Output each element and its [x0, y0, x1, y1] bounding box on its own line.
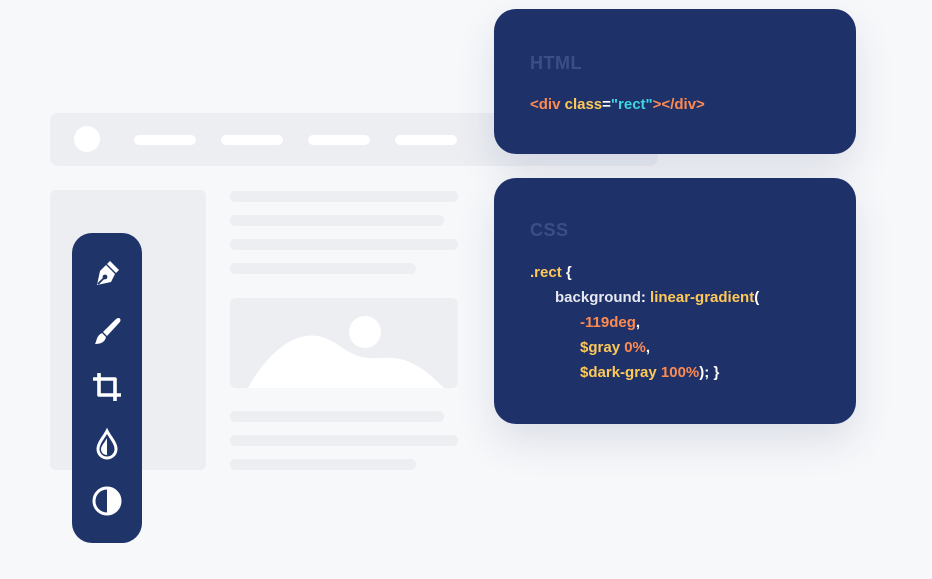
wireframe-nav-pill: [134, 135, 196, 145]
wireframe-text-line: [230, 435, 458, 446]
code-token-tag: <div: [530, 96, 561, 113]
css-card-title: CSS: [530, 220, 569, 240]
code-token-stop: 100%: [660, 364, 700, 381]
wireframe-image: [230, 298, 458, 388]
code-token-close-tag: ></div>: [652, 96, 705, 113]
wireframe-nav-pill: [308, 135, 370, 145]
code-token-comma: ,: [645, 339, 651, 356]
crop-icon: [93, 373, 121, 401]
tool-palette: [72, 233, 142, 543]
drop-icon: [96, 428, 118, 460]
wireframe-logo-dot: [74, 126, 100, 152]
code-token-selector: .rect: [530, 264, 562, 281]
code-token-attr: class: [564, 96, 603, 113]
code-token-var: $gray: [580, 339, 621, 356]
code-token-brace: {: [561, 264, 572, 281]
code-token-paren: (: [754, 289, 760, 306]
code-token-property: background: [555, 289, 641, 306]
wireframe-text-line: [230, 239, 458, 250]
code-token-var: $dark-gray: [580, 364, 657, 381]
wireframe-text-line: [230, 191, 458, 202]
code-token-comma: ,: [635, 314, 641, 331]
brush-tool-button[interactable]: [87, 311, 127, 351]
pen-tool-icon: [97, 261, 119, 285]
wireframe-text-line: [230, 459, 416, 470]
code-token-stop: 0%: [624, 339, 646, 356]
html-card-title: HTML: [530, 53, 582, 73]
code-token-colon: :: [640, 289, 651, 306]
code-token-end: ); }: [699, 364, 720, 381]
css-code-block: .rect { background: linear-gradient( -11…: [530, 260, 759, 385]
code-token-function: linear-gradient: [650, 289, 755, 306]
html-code-card: HTML <div class="rect"></div>: [494, 9, 856, 154]
wireframe-nav-pill: [221, 135, 283, 145]
wireframe-text-line: [230, 215, 444, 226]
pen-tool-button[interactable]: [87, 253, 127, 293]
wireframe-nav-pill: [395, 135, 457, 145]
code-token-eq: =: [602, 96, 611, 113]
html-code-line: <div class="rect"></div>: [530, 92, 705, 117]
crop-tool-button[interactable]: [87, 367, 127, 407]
drop-tool-button[interactable]: [87, 425, 127, 465]
brush-icon: [95, 318, 121, 344]
wireframe-text-line: [230, 263, 416, 274]
contrast-tool-button[interactable]: [87, 481, 127, 521]
css-code-card: CSS .rect { background: linear-gradient(…: [494, 178, 856, 424]
code-token-angle: -119deg: [580, 314, 636, 331]
code-token-string: "rect": [610, 96, 653, 113]
wireframe-text-line: [230, 411, 444, 422]
image-icon: [248, 316, 444, 388]
contrast-icon: [92, 486, 122, 516]
